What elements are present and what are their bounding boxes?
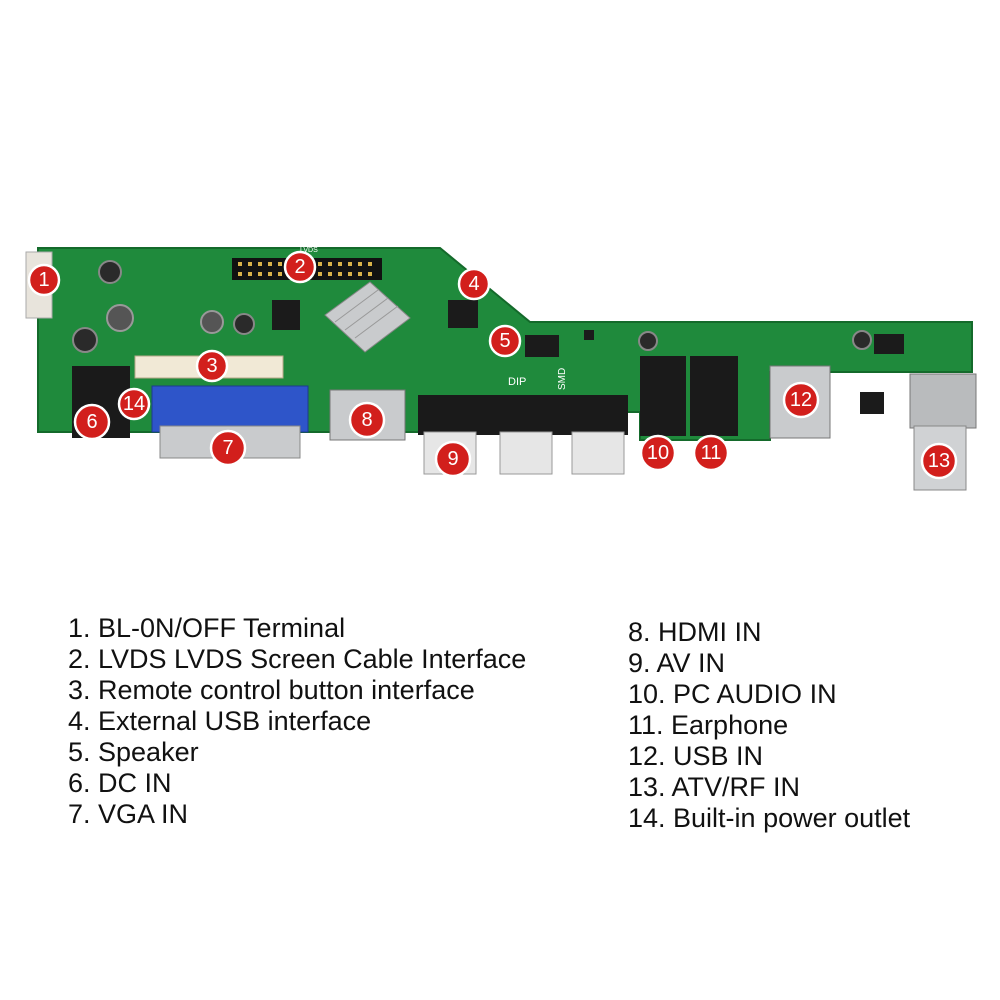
callout-4: 4: [457, 267, 491, 301]
callout-13: 13: [920, 442, 958, 480]
legend-left: 1. BL-0N/OFF Terminal 2. LVDS LVDS Scree…: [68, 613, 526, 830]
legend-item: 5. Speaker: [68, 737, 199, 767]
av-block: [418, 395, 628, 435]
legend-item: 11. Earphone: [628, 710, 789, 740]
legend-item: 3. Remote control button interface: [68, 675, 475, 705]
svg-text:2: 2: [294, 256, 305, 278]
callout-9: 9: [434, 440, 472, 478]
svg-text:3: 3: [206, 355, 217, 377]
heatsink: [324, 281, 411, 353]
legend-item: 14. Built-in power outlet: [628, 803, 911, 833]
legend-item: 12. USB IN: [628, 741, 764, 771]
svg-text:9: 9: [447, 448, 458, 470]
callout-5: 5: [488, 324, 522, 358]
legend-item: 13. ATV/RF IN: [628, 772, 801, 802]
callout-8: 8: [348, 401, 386, 439]
svg-text:6: 6: [86, 411, 97, 433]
ic-chips: [272, 300, 904, 414]
svg-text:11: 11: [701, 442, 722, 464]
silk-dip: DIP: [508, 376, 526, 388]
legend-item: 10. PC AUDIO IN: [628, 679, 837, 709]
silk-lvds: LVDS: [300, 247, 318, 254]
legend-right: 8. HDMI IN 9. AV IN 10. PC AUDIO IN 11. …: [628, 617, 910, 834]
audio-jacks: [640, 356, 738, 436]
callout-1: 1: [27, 263, 61, 297]
svg-text:4: 4: [468, 273, 479, 295]
legend-item: 1. BL-0N/OFF Terminal: [68, 613, 346, 643]
legend-item: 4. External USB interface: [68, 706, 372, 736]
callout-10: 10: [639, 434, 677, 472]
legend-item: 9. AV IN: [628, 648, 726, 678]
callout-12: 12: [782, 381, 820, 419]
callout-2: 2: [283, 250, 317, 284]
silk-smd: SMD: [557, 368, 568, 390]
legend-item: 2. LVDS LVDS Screen Cable Interface: [68, 644, 527, 674]
svg-text:12: 12: [790, 389, 812, 411]
legend-item: 8. HDMI IN: [628, 617, 762, 647]
callout-6: 6: [73, 403, 111, 441]
board-figure: LVDS DIP SMD: [25, 247, 977, 491]
svg-text:8: 8: [361, 409, 372, 431]
callout-7: 7: [209, 429, 247, 467]
callout-11: 11: [692, 434, 730, 472]
svg-text:1: 1: [38, 269, 49, 291]
capacitors: [72, 260, 872, 353]
callout-14: 14: [117, 387, 151, 421]
svg-text:14: 14: [123, 393, 145, 415]
svg-text:5: 5: [499, 330, 510, 352]
svg-text:7: 7: [222, 437, 233, 459]
legend-item: 6. DC IN: [68, 768, 172, 798]
svg-text:10: 10: [647, 442, 669, 464]
callout-3: 3: [195, 349, 229, 383]
svg-text:13: 13: [928, 450, 950, 472]
legend-item: 7. VGA IN: [68, 799, 189, 829]
